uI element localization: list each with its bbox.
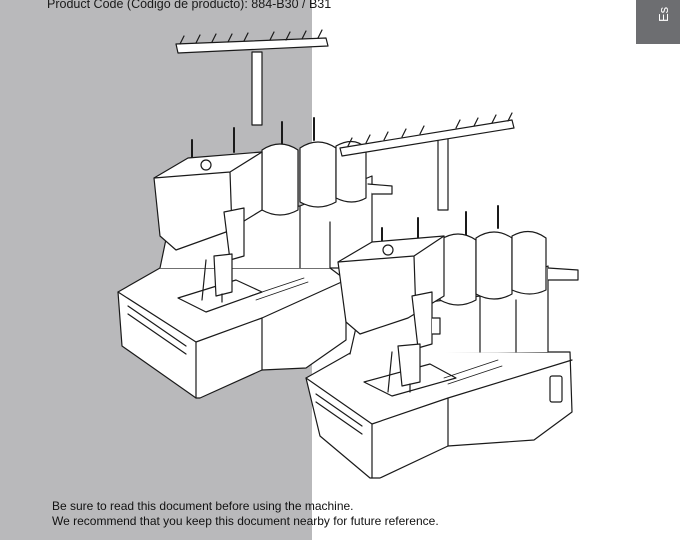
front-machine-drawing — [306, 113, 578, 478]
language-tab: Es — [636, 0, 680, 44]
product-code-text: Product Code (Código de producto): 884-B… — [47, 0, 332, 11]
instruction-note-line-2: We recommend that you keep this document… — [52, 514, 439, 528]
instruction-note-line-1: Be sure to read this document before usi… — [52, 499, 354, 513]
back-machine-drawing — [118, 30, 392, 398]
